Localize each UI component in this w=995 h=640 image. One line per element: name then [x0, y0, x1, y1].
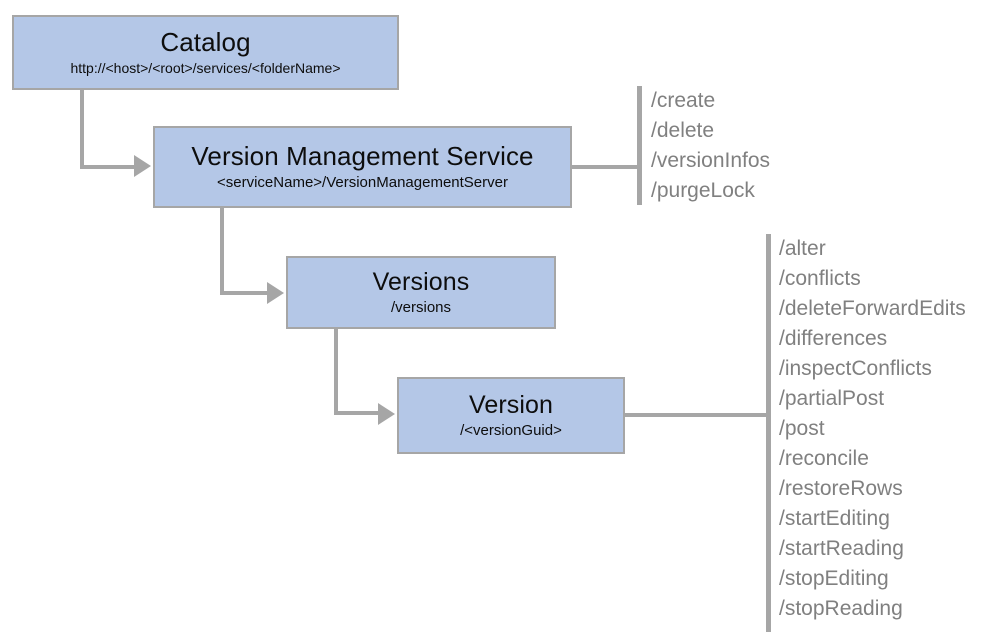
arrowhead-service-to-versions [267, 282, 284, 304]
node-catalog-title: Catalog [160, 26, 251, 57]
connector-catalog-to-service-vertical [80, 90, 84, 165]
operations-group-bar-version [766, 234, 771, 632]
operation-item[interactable]: /post [779, 417, 825, 440]
operation-item[interactable]: /inspectConflicts [779, 357, 932, 380]
node-catalog-path: http://<host>/<root>/services/<folderNam… [70, 60, 341, 77]
connector-versions-to-version-vertical [334, 329, 338, 413]
operation-item[interactable]: /delete [651, 119, 715, 142]
operation-item[interactable]: /differences [779, 327, 888, 350]
connector-service-to-versions-horizontal [220, 291, 269, 295]
connector-catalog-to-service-horizontal [80, 165, 136, 169]
operation-item[interactable]: /partialPost [779, 387, 885, 410]
node-version-path: /<versionGuid> [460, 422, 562, 439]
node-version[interactable]: Version /<versionGuid> [397, 377, 625, 454]
operation-item[interactable]: /conflicts [779, 267, 861, 290]
operation-item[interactable]: /stopEditing [779, 567, 889, 590]
node-versions-path: /versions [390, 299, 452, 316]
connector-versions-to-version-horizontal [334, 411, 380, 415]
node-versions[interactable]: Versions /versions [286, 256, 556, 329]
node-version-management-service-title: Version Management Service [191, 140, 534, 171]
operation-item[interactable]: /create [651, 89, 716, 112]
operation-item[interactable]: /reconcile [779, 447, 869, 470]
node-version-management-service-path: <serviceName>/VersionManagementServer [217, 174, 508, 192]
node-catalog[interactable]: Catalog http://<host>/<root>/services/<f… [12, 15, 399, 90]
connector-version-to-operations [625, 413, 770, 417]
node-version-title: Version [468, 390, 554, 419]
operation-item[interactable]: /stopReading [779, 597, 903, 620]
operation-item[interactable]: /startEditing [779, 507, 890, 530]
operation-item[interactable]: /alter [779, 237, 826, 260]
operation-item[interactable]: /restoreRows [779, 477, 903, 500]
arrowhead-versions-to-version [378, 403, 395, 425]
connector-service-to-versions-vertical [220, 208, 224, 293]
operation-item[interactable]: /deleteForwardEdits [779, 297, 966, 320]
connector-service-to-operations [572, 165, 641, 169]
operation-item[interactable]: /versionInfos [651, 149, 771, 172]
operations-group-bar-service [637, 86, 642, 205]
arrowhead-catalog-to-service [134, 155, 151, 177]
node-version-management-service[interactable]: Version Management Service <serviceName>… [153, 126, 572, 208]
operation-item[interactable]: /startReading [779, 537, 904, 560]
operation-item[interactable]: /purgeLock [651, 179, 755, 202]
node-versions-title: Versions [372, 267, 470, 296]
operations-list-version-management-service: /create/delete/versionInfos/purgeLock [651, 86, 770, 206]
operations-list-version: /alter/conflicts/deleteForwardEdits/diff… [779, 234, 966, 624]
